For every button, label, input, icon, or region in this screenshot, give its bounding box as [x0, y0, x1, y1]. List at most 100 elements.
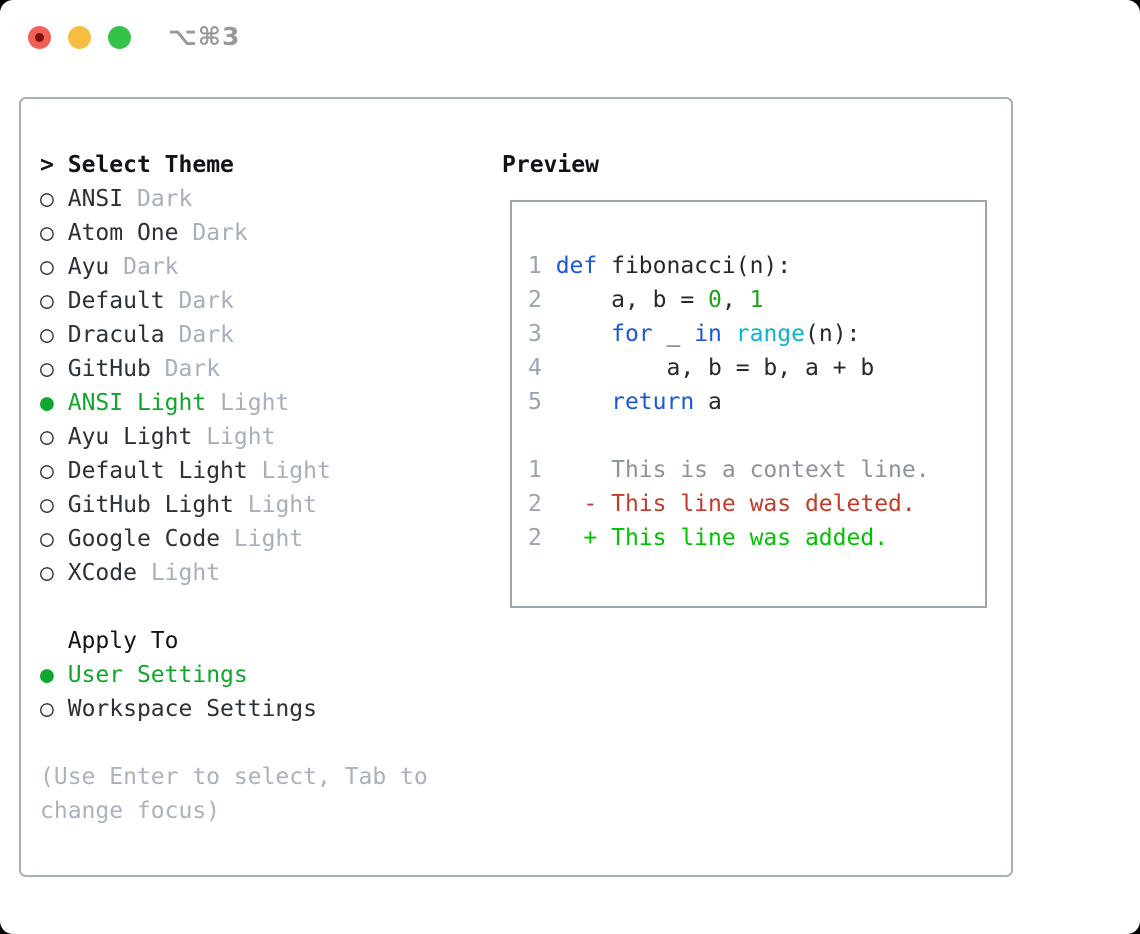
code-token: 0	[708, 287, 722, 313]
code-line: 2 a, b = 0, 1	[528, 283, 985, 317]
code-token	[556, 321, 611, 347]
diff-text: - This line was deleted.	[555, 491, 916, 517]
code-token: for	[611, 321, 653, 347]
code-token	[722, 321, 736, 347]
line-number: 2	[528, 287, 556, 313]
line-number: 3	[528, 321, 556, 347]
line-number: 2	[528, 491, 556, 517]
theme-list: ○ ANSI Dark○ Atom One Dark○ Ayu Dark○ De…	[40, 182, 428, 590]
diff-lines: 1 This is a context line. 2 - This line w…	[528, 453, 985, 555]
theme-variant-tag: Dark	[178, 288, 234, 314]
theme-picker-panel: > Select Theme ○ ANSI Dark○ Atom One Dar…	[19, 97, 1013, 877]
theme-name: Google Code	[67, 526, 221, 552]
diff-text: This is a context line.	[555, 457, 930, 483]
theme-option-ansi-light[interactable]: ● ANSI Light Light	[40, 386, 428, 420]
theme-variant-tag: Light	[206, 424, 276, 450]
radio-icon: ○	[40, 458, 54, 484]
radio-icon: ○	[40, 220, 54, 246]
selected-radio-icon: ●	[40, 390, 54, 416]
code-token: a, b = b, a + b	[555, 355, 875, 381]
code-token: in	[694, 321, 722, 347]
radio-icon: ○	[40, 254, 54, 280]
line-number: 4	[528, 355, 556, 381]
theme-variant-tag: Light	[233, 526, 304, 552]
theme-name: GitHub Light	[67, 492, 234, 518]
apply-option-label: Workspace Settings	[67, 696, 317, 722]
theme-name: ANSI Light	[67, 390, 207, 416]
theme-variant-tag: Dark	[136, 186, 193, 212]
window-title: ⌥⌘3	[168, 22, 241, 51]
theme-variant-tag: Dark	[123, 254, 179, 280]
theme-variant-tag: Light	[220, 390, 290, 416]
theme-variant-tag: Light	[261, 458, 331, 484]
minimize-window-button[interactable]	[68, 26, 91, 49]
line-number: 5	[528, 389, 556, 415]
spacer	[40, 726, 428, 760]
apply-to-list: ● User Settings○ Workspace Settings	[40, 658, 428, 726]
theme-option-ayu-light[interactable]: ○ Ayu Light Light	[40, 420, 428, 454]
code-line: 5 return a	[528, 385, 985, 419]
selected-radio-icon: ●	[40, 662, 54, 688]
diff-line-context: 1 This is a context line.	[528, 453, 985, 487]
theme-name: Ayu	[67, 254, 110, 280]
theme-option-xcode[interactable]: ○ XCode Light	[40, 556, 428, 590]
code-token: _	[652, 321, 695, 347]
radio-icon: ○	[40, 492, 54, 518]
code-token: def	[555, 253, 612, 279]
theme-name: ANSI	[67, 186, 124, 212]
hint-line-2: change focus)	[40, 798, 221, 824]
line-number: 2	[528, 525, 556, 551]
code-token: (n):	[805, 321, 861, 347]
radio-icon: ○	[40, 696, 54, 722]
diff-line-added: 2 + This line was added.	[528, 521, 985, 555]
theme-variant-tag: Light	[247, 492, 317, 518]
radio-icon: ○	[40, 186, 54, 212]
spacer	[528, 419, 985, 453]
theme-name: Dracula	[67, 322, 165, 348]
theme-variant-tag: Dark	[192, 220, 248, 246]
zoom-window-button[interactable]	[108, 26, 131, 49]
apply-option-workspace-settings[interactable]: ○ Workspace Settings	[40, 692, 428, 726]
diff-text: + This line was added.	[555, 525, 889, 551]
line-number: 1	[528, 253, 556, 279]
code-line: 1 def fibonacci(n):	[528, 249, 985, 283]
line-number: 1	[528, 457, 556, 483]
theme-variant-tag: Light	[150, 560, 221, 586]
theme-option-default-light[interactable]: ○ Default Light Light	[40, 454, 428, 488]
code-token: 1	[749, 287, 764, 313]
theme-list-column: > Select Theme ○ ANSI Dark○ Atom One Dar…	[40, 148, 428, 828]
theme-name: Atom One	[67, 220, 179, 246]
code-token: a, b =	[555, 287, 709, 313]
theme-option-google-code[interactable]: ○ Google Code Light	[40, 522, 428, 556]
code-token: range	[735, 321, 805, 347]
radio-icon: ○	[40, 424, 54, 450]
theme-option-atom-one[interactable]: ○ Atom One Dark	[40, 216, 428, 250]
theme-variant-tag: Dark	[178, 322, 234, 348]
theme-option-github-light[interactable]: ○ GitHub Light Light	[40, 488, 428, 522]
radio-icon: ○	[40, 560, 54, 586]
theme-option-ansi[interactable]: ○ ANSI Dark	[40, 182, 428, 216]
code-token: a	[694, 389, 722, 415]
code-token: return	[611, 389, 695, 415]
code-token: fibonacci(n):	[611, 253, 792, 279]
code-line: 3 for _ in range(n):	[528, 317, 985, 351]
theme-name: Default	[67, 288, 165, 314]
theme-option-dracula[interactable]: ○ Dracula Dark	[40, 318, 428, 352]
focus-caret: >	[40, 152, 54, 178]
theme-variant-tag: Dark	[164, 356, 221, 382]
apply-to-header: Apply To	[40, 624, 428, 658]
apply-option-user-settings[interactable]: ● User Settings	[40, 658, 428, 692]
theme-name: Default Light	[67, 458, 248, 484]
code-line: 4 a, b = b, a + b	[528, 351, 985, 385]
theme-option-ayu[interactable]: ○ Ayu Dark	[40, 250, 428, 284]
close-window-button[interactable]	[28, 26, 51, 49]
theme-option-github[interactable]: ○ GitHub Dark	[40, 352, 428, 386]
theme-option-default[interactable]: ○ Default Dark	[40, 284, 428, 318]
hint-line-1: (Use Enter to select, Tab to	[40, 764, 428, 790]
radio-icon: ○	[40, 322, 54, 348]
apply-option-label: User Settings	[67, 662, 248, 688]
theme-name: Ayu Light	[67, 424, 193, 450]
theme-name: XCode	[67, 560, 137, 586]
